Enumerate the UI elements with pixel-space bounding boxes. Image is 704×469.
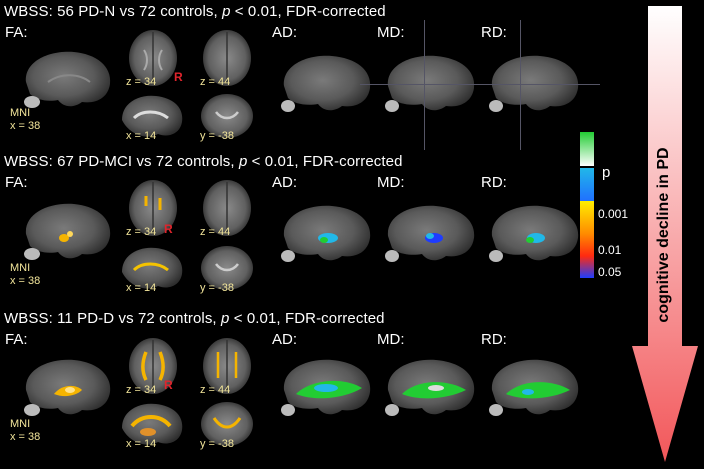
row-1-ad-slice [276, 46, 376, 118]
row-3-fa-sagittal-slice [18, 350, 114, 422]
row-1-y38-label: y = -38 [200, 130, 234, 142]
row-2-fa-sagittal-slice [18, 194, 114, 266]
row-2-ad-label: AD: [272, 174, 298, 191]
row-3-z34-label: z = 34 [126, 384, 157, 396]
crosshair-vertical-2 [520, 20, 521, 150]
row-3-rd-label: RD: [481, 331, 507, 348]
row-2-fa-label: FA: [5, 174, 28, 191]
row-1-z44-label: z = 44 [200, 76, 231, 88]
row-3-fa-label: FA: [5, 331, 28, 348]
row-1-rd-label: RD: [481, 24, 507, 41]
row-3-axial-z34-slice [122, 334, 184, 396]
row-1-sagittal-x14-slice [118, 92, 186, 142]
row-3-title: WBSS: 11 PD-D vs 72 controls, p < 0.01, … [4, 310, 385, 327]
row-1-title: WBSS: 56 PD-N vs 72 controls, p < 0.01, … [4, 3, 386, 20]
row-3-right-marker: R [164, 378, 173, 392]
row-1-z34-label: z = 34 [126, 76, 157, 88]
row-1-ad-label: AD: [272, 24, 298, 41]
colorbar-tick-001: 0.01 [598, 243, 622, 257]
row-2-md-slice [380, 196, 480, 268]
row-1-rd-slice [484, 46, 584, 118]
row-2-coronal-y38-slice [196, 244, 258, 294]
colorbar-tick-0001: 0.001 [598, 207, 629, 221]
arrow-label: cognitive decline in PD [655, 147, 672, 323]
row-2-x-sagittal-label: x = 38 [10, 275, 41, 287]
row-2-sagittal-x14-slice [118, 244, 186, 294]
row-3-ad-label: AD: [272, 331, 298, 348]
row-3-z44-label: z = 44 [200, 384, 231, 396]
row-3-axial-z44-slice [196, 334, 258, 396]
row-2-title: WBSS: 67 PD-MCI vs 72 controls, p < 0.01… [4, 153, 403, 170]
row-2-rd-label: RD: [481, 174, 507, 191]
colorbar-p-scale [580, 168, 594, 278]
row-1-x14-label: x = 14 [126, 130, 157, 142]
row-3-md-label: MD: [377, 331, 405, 348]
row-2-axial-z44-slice [196, 176, 258, 238]
row-3-y38-label: y = -38 [200, 438, 234, 450]
row-2-y38-label: y = -38 [200, 282, 234, 294]
crosshair-vertical [424, 20, 425, 150]
row-3-coronal-y38-slice [196, 400, 258, 450]
row-3-ad-slice [276, 350, 376, 422]
colorbar-tick-005: 0.05 [598, 265, 622, 279]
row-3-mni-label: MNI [10, 418, 31, 430]
row-3-x-sagittal-label: x = 38 [10, 431, 41, 443]
row-1-md-slice [380, 46, 480, 118]
row-3-rd-slice [484, 350, 584, 422]
p-value-colorbar [580, 132, 594, 278]
row-2-x14-label: x = 14 [126, 282, 157, 294]
row-2-rd-slice [484, 196, 584, 268]
row-3-md-slice [380, 350, 480, 422]
row-1-axial-z34-slice [122, 26, 184, 88]
row-2-z34-label: z = 34 [126, 226, 157, 238]
row-2-ad-slice [276, 196, 376, 268]
colorbar-green-white [580, 132, 594, 166]
row-2-mni-label: MNI [10, 262, 31, 274]
row-2-z44-label: z = 44 [200, 226, 231, 238]
cognitive-decline-arrow [630, 6, 700, 464]
row-2-axial-z34-slice [122, 176, 184, 238]
row-1-coronal-y38-slice [196, 92, 258, 142]
row-1-fa-label: FA: [5, 24, 28, 41]
row-1-axial-z44-slice [196, 26, 258, 88]
crosshair-horizontal [360, 84, 600, 85]
row-1-mni-label: MNI [10, 107, 31, 119]
row-2-md-label: MD: [377, 174, 405, 191]
row-3-x14-label: x = 14 [126, 438, 157, 450]
row-1-right-marker: R [174, 70, 183, 84]
row-1-x-sagittal-label: x = 38 [10, 120, 41, 132]
row-2-right-marker: R [164, 222, 173, 236]
colorbar-title: p [602, 164, 611, 181]
row-3-sagittal-x14-slice [118, 400, 186, 450]
row-1-md-label: MD: [377, 24, 405, 41]
row-1-fa-sagittal-slice [18, 42, 114, 114]
